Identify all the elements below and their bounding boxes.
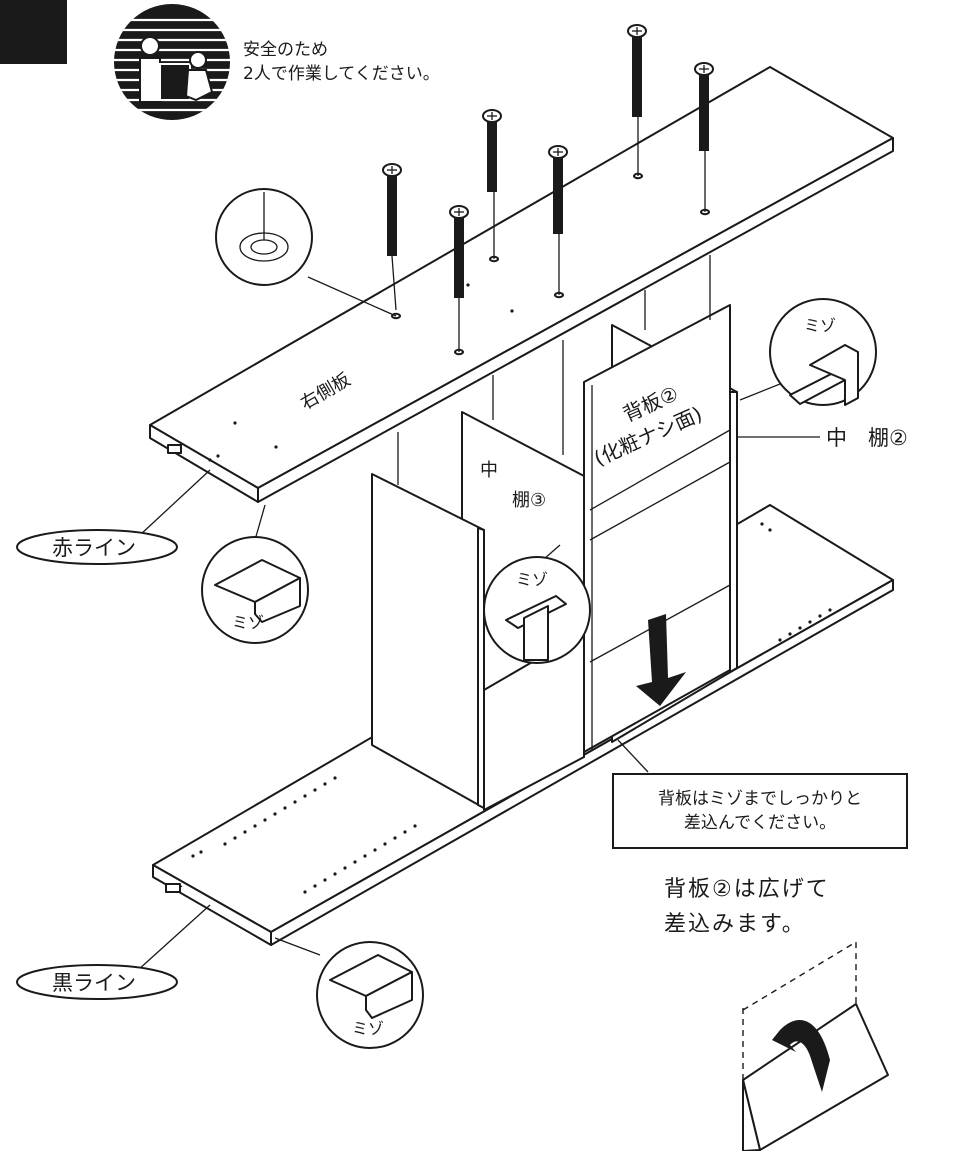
- groove-detail-icon: [201, 298, 877, 1049]
- black-line-label: 黒ライン: [52, 971, 136, 995]
- screw-icon: [382, 24, 714, 352]
- insert-instruction-box: 背板はミゾまでしっかりと 差込んでください。: [612, 773, 908, 849]
- middle-shelf-2-label: 中 棚②: [826, 426, 908, 450]
- shelf-pin-holes-bottom: [191, 522, 832, 894]
- spread-line-1: 背板②は広げて: [664, 877, 830, 902]
- groove-label-black-line: ミゾ: [352, 1019, 384, 1038]
- right-side-panel: [149, 66, 894, 503]
- groove-label-red-line: ミゾ: [232, 613, 264, 632]
- screw-hole-detail: [215, 188, 397, 317]
- safety-line-1: 安全のため: [243, 40, 328, 60]
- safety-line-2: 2人で作業してください。: [243, 64, 440, 84]
- corner-tab: [0, 0, 67, 64]
- insert-line-1: 背板はミゾまでしっかりと: [658, 789, 862, 809]
- two-person-safety-icon: [114, 4, 230, 120]
- middle-shelf-3-label-b: 棚③: [512, 490, 546, 511]
- groove-label-middle: ミゾ: [516, 570, 548, 589]
- safety-notice: 安全のため 2人で作業してください。: [243, 38, 440, 86]
- shelf-pin-holes-top: [208, 283, 514, 462]
- leader-lines: [137, 436, 820, 971]
- groove-label-top-right: ミゾ: [804, 316, 836, 335]
- black-line-oval: [16, 964, 178, 1000]
- red-line-label: 赤ライン: [52, 536, 136, 560]
- left-end-board: [371, 473, 485, 809]
- spread-line-2: 差込みます。: [664, 912, 806, 937]
- curved-arrow-icon: [772, 1020, 830, 1092]
- insert-line-2: 差込んでください。: [683, 813, 837, 833]
- red-line-oval: [16, 529, 178, 565]
- alignment-guides: [397, 255, 711, 485]
- down-arrow-icon: [636, 614, 686, 706]
- spread-instruction: 背板②は広げて 差込みます。: [664, 872, 830, 942]
- middle-shelf-3-label-a: 中: [480, 460, 498, 481]
